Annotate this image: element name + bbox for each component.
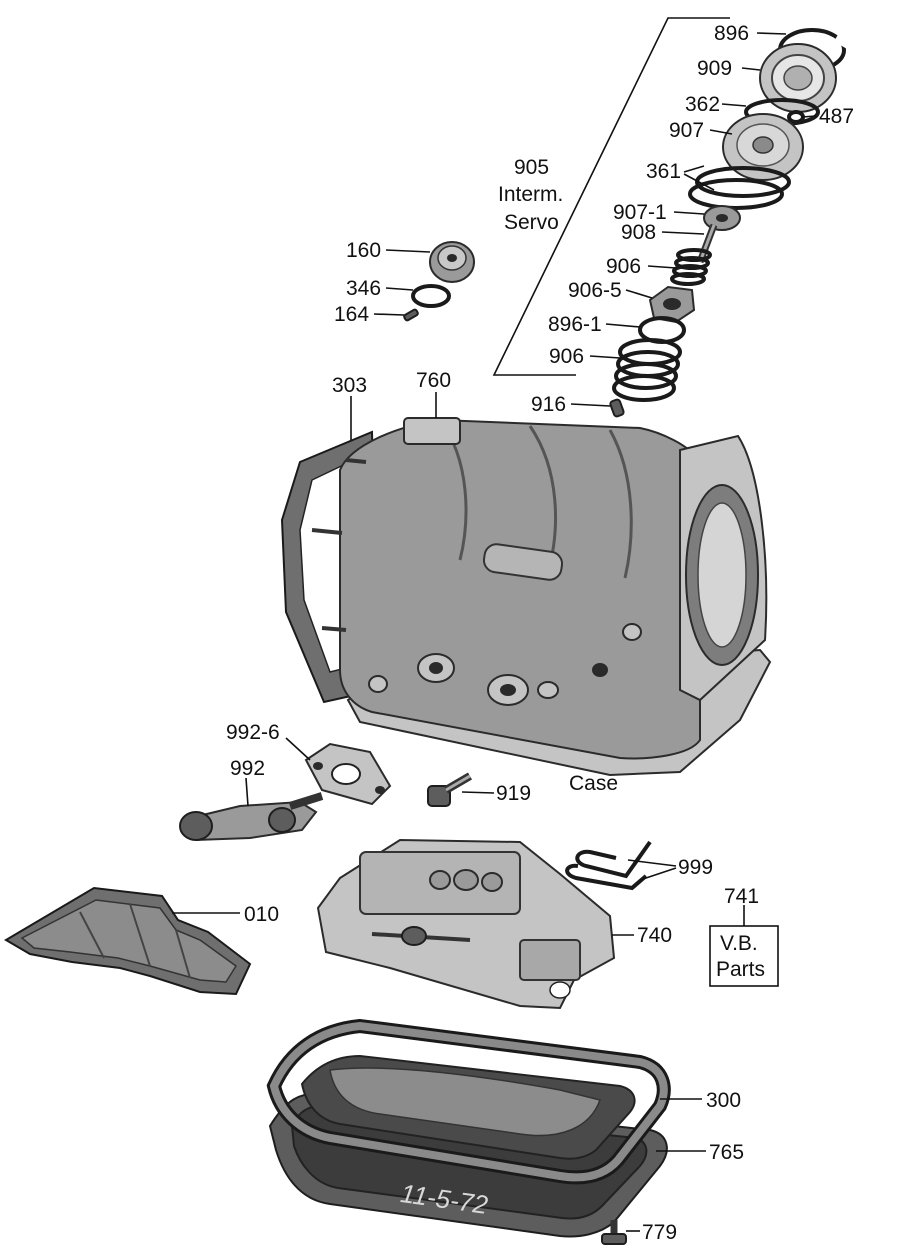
lever-992 — [179, 792, 324, 842]
bolt-919 — [427, 772, 473, 807]
servo-spring-906-lower — [612, 338, 682, 402]
label-160: 160 — [346, 239, 381, 262]
leader-lines — [172, 32, 817, 1232]
label-896-1: 896-1 — [548, 313, 602, 336]
label-300: 300 — [706, 1089, 741, 1112]
label-916: 916 — [531, 393, 566, 416]
o-ring-487 — [787, 110, 805, 124]
label-992-6: 992-6 — [226, 721, 280, 744]
servo-group-bracket — [492, 17, 730, 376]
bracket-992-6 — [304, 742, 392, 806]
label-487: 487 — [819, 105, 854, 128]
label-164: 164 — [334, 303, 369, 326]
seal-ring-361-a — [695, 166, 791, 198]
vb-parts-box — [709, 925, 779, 987]
label-906-lower: 906 — [549, 345, 584, 368]
label-010: 010 — [244, 903, 279, 926]
label-896: 896 — [714, 22, 749, 45]
filter-010 — [4, 886, 252, 996]
label-parts: Parts — [716, 958, 765, 981]
label-999: 999 — [678, 856, 713, 879]
servo-pin-908 — [696, 223, 718, 264]
label-909: 909 — [697, 57, 732, 80]
label-907: 907 — [669, 119, 704, 142]
servo-spring-906-upper — [670, 248, 712, 286]
label-740: 740 — [637, 924, 672, 947]
label-741: 741 — [724, 885, 759, 908]
o-ring-346 — [411, 284, 451, 308]
label-346: 346 — [346, 277, 381, 300]
servo-washer-907-1 — [703, 205, 741, 231]
servo-cover-909 — [759, 43, 837, 113]
label-992: 992 — [230, 757, 265, 780]
label-303: 303 — [332, 374, 367, 397]
label-908: 908 — [621, 221, 656, 244]
label-760: 760 — [416, 369, 451, 392]
label-907-1: 907-1 — [613, 201, 667, 224]
pan-gasket-300 — [266, 1018, 671, 1185]
valve-body-740 — [316, 838, 616, 1010]
label-case: Case — [569, 772, 618, 795]
transmission-case-760 — [311, 417, 772, 777]
spring-retainer-906-5 — [648, 285, 696, 324]
label-servo: Servo — [504, 211, 559, 234]
label-765: 765 — [709, 1141, 744, 1164]
label-vb: V.B. — [720, 932, 758, 955]
pin-916 — [609, 398, 625, 418]
plug-160 — [429, 241, 475, 283]
servo-piston-907 — [722, 113, 804, 181]
label-361: 361 — [646, 160, 681, 183]
label-interm: Interm. — [498, 183, 563, 206]
label-779: 779 — [642, 1221, 677, 1244]
seal-ring-361-b — [688, 178, 784, 210]
clips-999 — [565, 840, 652, 891]
label-919: 919 — [496, 782, 531, 805]
bolt-779 — [601, 1220, 627, 1245]
label-905: 905 — [514, 156, 549, 179]
label-906-5: 906-5 — [568, 279, 622, 302]
label-362: 362 — [685, 93, 720, 116]
pin-164 — [403, 308, 419, 322]
label-906-upper: 906 — [606, 255, 641, 278]
